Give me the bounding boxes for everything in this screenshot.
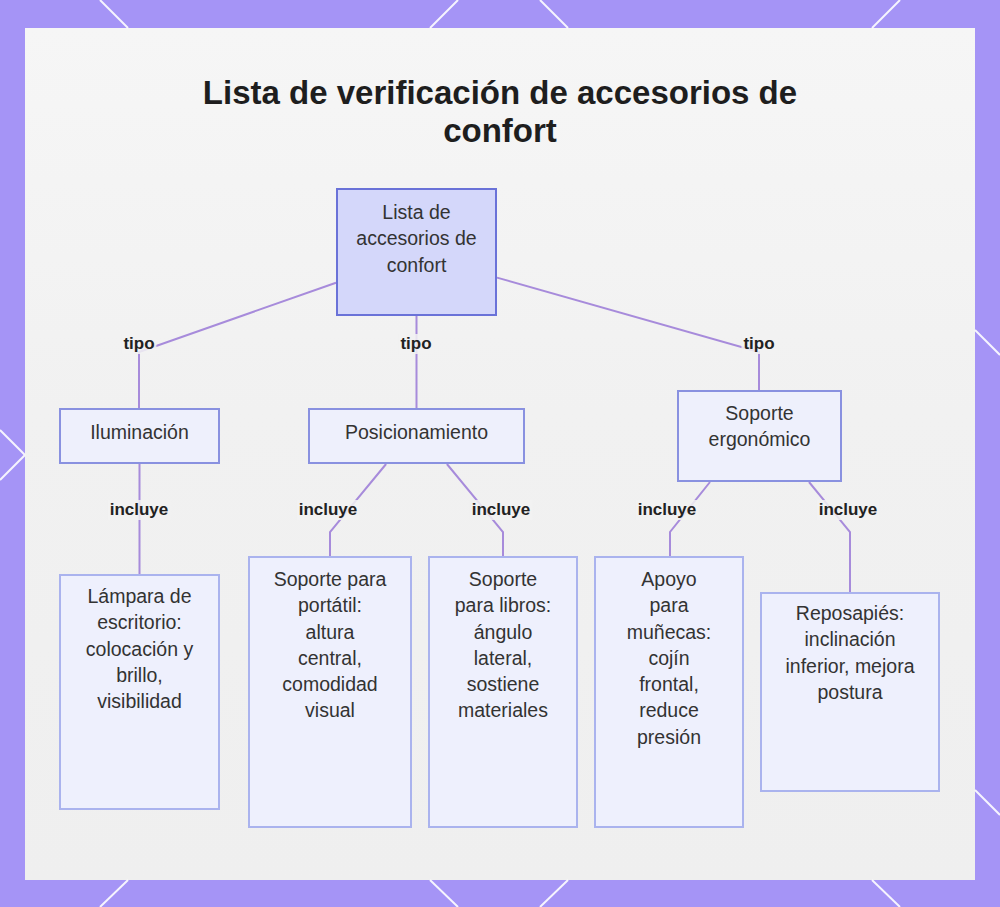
node-text: Soporte para libros: ángulo lateral, sos… (448, 566, 558, 724)
category-box: Soporte ergonómico (677, 390, 842, 482)
edge-label: incluye (297, 500, 360, 520)
connector-line (416, 316, 418, 408)
edge-label: incluye (108, 500, 171, 520)
item-box: Soporte para libros: ángulo lateral, sos… (428, 556, 578, 828)
connector-line (139, 283, 336, 408)
edge-label: tipo (398, 334, 433, 354)
connector-line (497, 278, 759, 390)
item-box: Apoyo para muñecas: cojín frontal, reduc… (594, 556, 744, 828)
diagram-title: Lista de verificación de accesorios de c… (170, 74, 830, 150)
edge-label: incluye (817, 500, 880, 520)
node-text: Soporte ergonómico (690, 400, 830, 453)
connector-line (809, 482, 850, 592)
node-text: Lámpara de escritorio: colocación y bril… (84, 583, 196, 714)
item-box: Soporte para portátil: altura central, c… (248, 556, 412, 828)
item-box: Lámpara de escritorio: colocación y bril… (59, 574, 220, 810)
edge-label: tipo (121, 334, 156, 354)
node-text: Reposapiés: inclinación inferior, mejora… (785, 600, 915, 705)
category-box: Posicionamiento (308, 408, 525, 464)
edge-label: incluye (470, 500, 533, 520)
node-text: Apoyo para muñecas: cojín frontal, reduc… (626, 566, 712, 750)
item-box: Reposapiés: inclinación inferior, mejora… (760, 592, 940, 792)
edge-label: incluye (636, 500, 699, 520)
category-box: Iluminación (59, 408, 220, 464)
node-text: Lista de accesorios de confort (352, 199, 482, 278)
edge-label: tipo (741, 334, 776, 354)
root-box: Lista de accesorios de confort (336, 188, 497, 316)
node-text: Posicionamiento (317, 419, 517, 445)
node-text: Iluminación (65, 419, 215, 445)
node-text: Soporte para portátil: altura central, c… (271, 566, 389, 724)
